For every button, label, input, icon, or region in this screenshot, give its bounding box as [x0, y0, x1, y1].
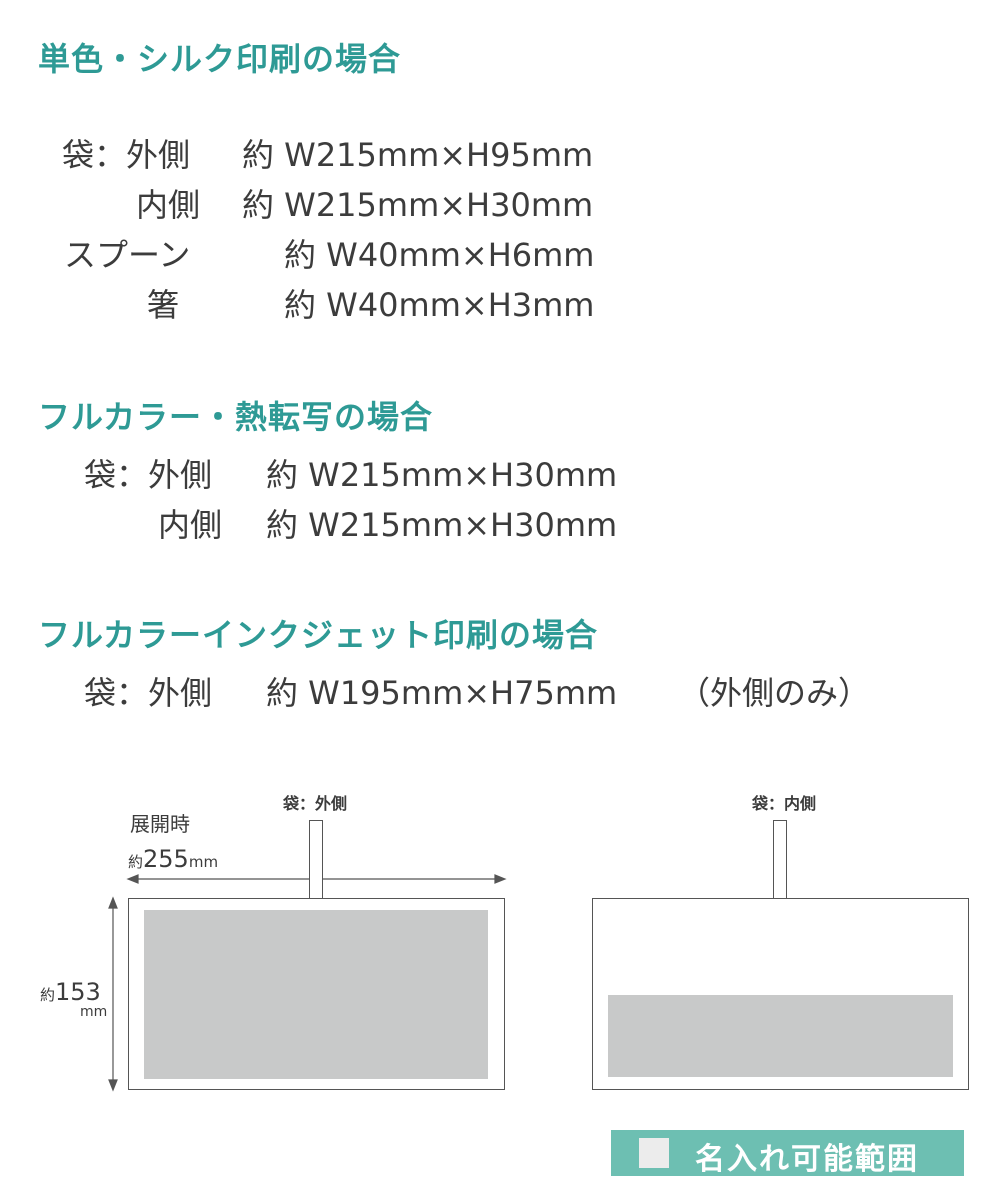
width-prefix: 約 [128, 853, 144, 871]
inner-printable-area [608, 995, 953, 1077]
width-arrow-right [494, 874, 507, 884]
spec-label: 袋：外側 [84, 674, 213, 712]
width-arrow-left [126, 874, 139, 884]
height-value: 153 [55, 978, 101, 1006]
spec-value: 約 W40mm×H6mm [284, 236, 595, 274]
height-arrow-bottom [108, 1079, 118, 1092]
legend-swatch [639, 1138, 669, 1168]
spec-value: 約 W195mm×H75mm [266, 674, 618, 712]
section-heading-silk: 単色・シルク印刷の場合 [38, 40, 402, 78]
spec-value: 約 W40mm×H3mm [284, 286, 595, 324]
diagram-inner-label: 袋：内側 [752, 794, 817, 813]
diagram-outer-label: 袋：外側 [283, 794, 348, 813]
spec-value: 約 W215mm×H30mm [266, 506, 618, 544]
width-unit: mm [188, 853, 219, 871]
spec-value: 約 W215mm×H30mm [266, 456, 618, 494]
width-dimension: 約255mm [128, 845, 218, 873]
diagram-unfolded-label: 展開時 [130, 812, 190, 836]
outer-tab [309, 820, 323, 899]
legend-label: 名入れ可能範囲 [695, 1142, 919, 1177]
spec-label: 内側 [158, 506, 223, 544]
spec-note: （外側のみ） [678, 674, 871, 712]
spec-label: スプーン [64, 236, 191, 274]
spec-label: 袋：外側 [84, 456, 213, 494]
height-arrow-top [108, 896, 118, 909]
legend: 名入れ可能範囲 [611, 1130, 964, 1177]
section-heading-fullcolor-transfer: フルカラー・熱転写の場合 [38, 398, 434, 436]
height-prefix: 約 [40, 986, 56, 1004]
spec-label: 箸 [147, 286, 180, 324]
spec-value: 約 W215mm×H30mm [242, 186, 594, 224]
spec-value: 約 W215mm×H95mm [242, 136, 594, 174]
spec-label: 袋：外側 [62, 136, 191, 174]
outer-printable-area [144, 910, 488, 1079]
spec-label: 内側 [136, 186, 201, 224]
width-value: 255 [143, 845, 189, 873]
section-heading-inkjet: フルカラーインクジェット印刷の場合 [38, 616, 599, 654]
height-dimension: 約153 [40, 978, 101, 1006]
height-unit: mm [80, 1004, 108, 1020]
inner-tab [773, 820, 787, 899]
